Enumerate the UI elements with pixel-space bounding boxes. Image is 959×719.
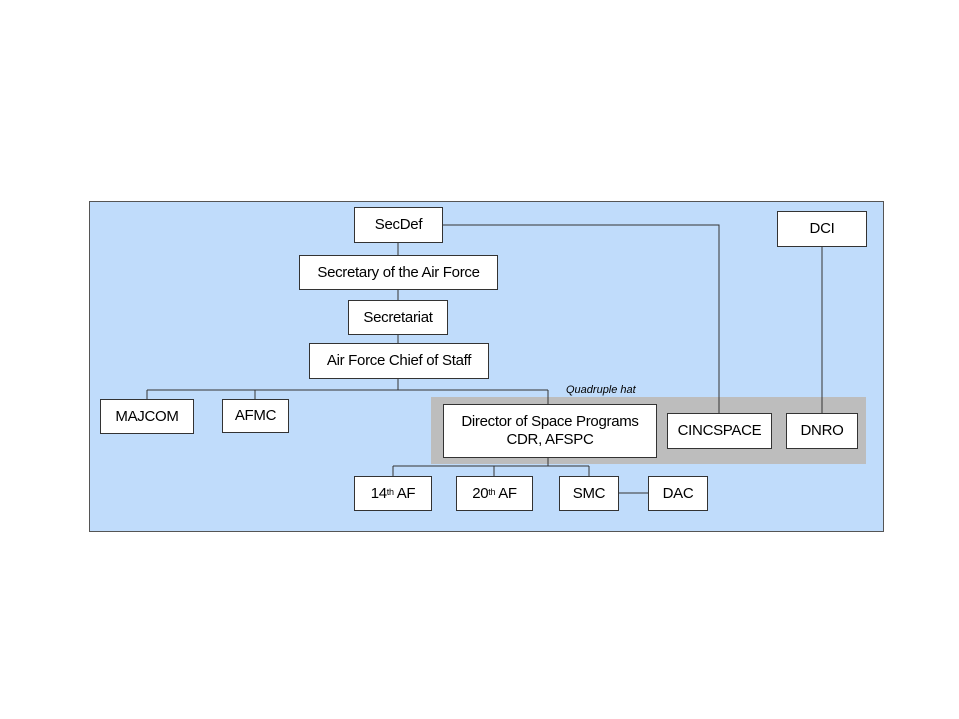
- majcom-label: MAJCOM: [115, 407, 179, 425]
- cincspace-label: CINCSPACE: [677, 422, 762, 439]
- dci-box: DCI: [777, 211, 867, 247]
- dsp-label-line2: CDR, AFSPC: [506, 431, 594, 448]
- 14th-af-text: AF: [393, 484, 416, 502]
- smc-label: SMC: [572, 484, 606, 502]
- secretariat-label: Secretariat: [363, 308, 433, 326]
- 20th-af-text: AF: [495, 484, 517, 502]
- 14th-af-number: 14: [370, 484, 387, 502]
- secretariat-box: Secretariat: [348, 300, 448, 335]
- quadruple-hat-label: Quadruple hat: [566, 384, 636, 396]
- 20th-af-box: 20th AF: [456, 476, 533, 511]
- csaf-label: Air Force Chief of Staff: [326, 352, 472, 369]
- dsp-box: Director of Space Programs CDR, AFSPC: [443, 404, 657, 458]
- 20th-af-label: 20th AF: [472, 485, 517, 503]
- secaf-label: Secretary of the Air Force: [317, 263, 480, 281]
- dac-box: DAC: [648, 476, 708, 511]
- 14th-af-box: 14th AF: [354, 476, 432, 511]
- 14th-af-suffix: th: [386, 486, 394, 497]
- csaf-box: Air Force Chief of Staff: [309, 343, 489, 379]
- dci-label: DCI: [809, 220, 835, 237]
- afmc-label: AFMC: [234, 407, 277, 424]
- dac-label: DAC: [662, 484, 694, 502]
- majcom-box: MAJCOM: [100, 399, 194, 434]
- secdef-label: SecDef: [374, 216, 423, 233]
- afmc-box: AFMC: [222, 399, 289, 433]
- cincspace-box: CINCSPACE: [667, 413, 772, 449]
- 20th-af-number: 20: [472, 484, 489, 502]
- dsp-label-line1: Director of Space Programs: [461, 413, 639, 430]
- 14th-af-label: 14th AF: [371, 485, 416, 503]
- secaf-box: Secretary of the Air Force: [299, 255, 498, 290]
- dnro-box: DNRO: [786, 413, 858, 449]
- link-secdef-cincspace: [443, 224, 720, 413]
- 20th-af-suffix: th: [488, 486, 496, 497]
- secdef-box: SecDef: [354, 207, 443, 243]
- dnro-label: DNRO: [800, 422, 844, 439]
- smc-box: SMC: [559, 476, 619, 511]
